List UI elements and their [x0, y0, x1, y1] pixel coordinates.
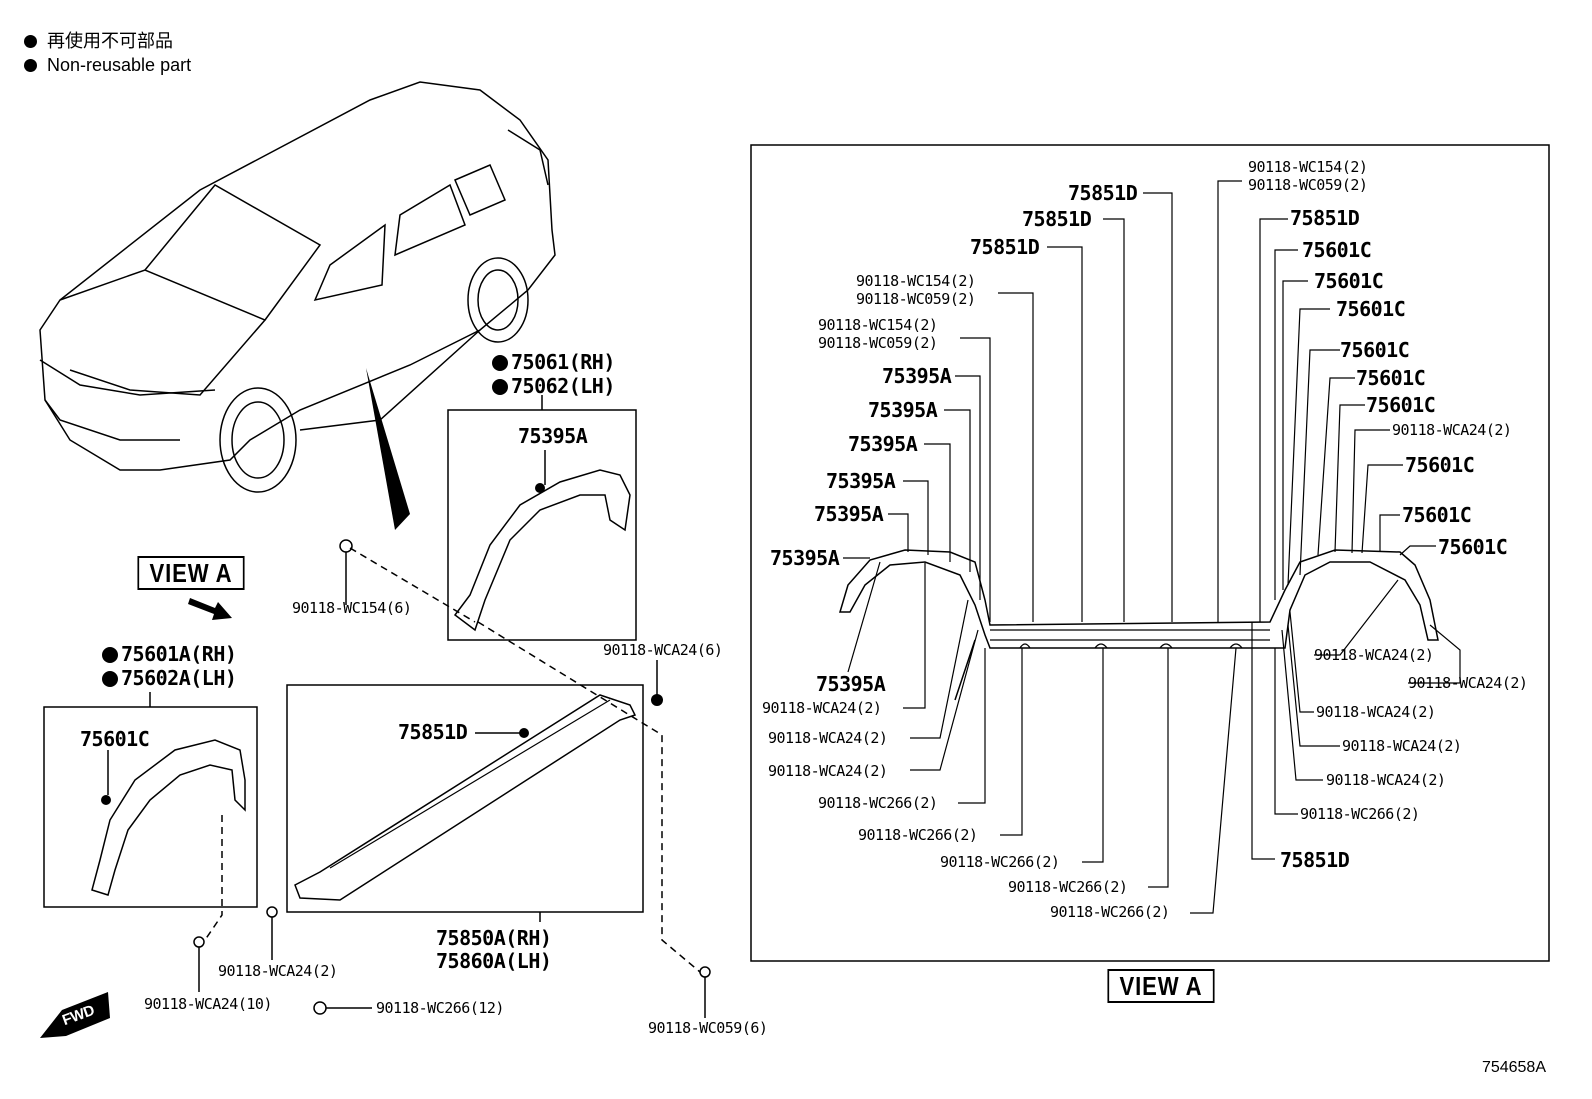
- label-va-75851d-bottom: 75851D: [1280, 848, 1350, 872]
- label-75860a-lh: 75860A(LH): [436, 949, 552, 973]
- label-va-75851d-2: 75851D: [1022, 207, 1092, 231]
- fender-arch-75601A: [91, 739, 246, 896]
- label-clip-wca24-6: 90118-WCA24(6): [603, 641, 723, 659]
- label-clip-wca24-2: 90118-WCA24(2): [218, 962, 338, 980]
- label-75851d: 75851D: [398, 720, 468, 744]
- bullet-icon: [24, 35, 37, 48]
- label-va-75851d-4: 75851D: [1290, 206, 1360, 230]
- label-va-75395a-5: 75395A: [814, 502, 884, 526]
- label-va-75601c-9: 75601C: [1438, 535, 1508, 559]
- label-va-wc266-r: 90118-WC266(2): [1300, 805, 1420, 823]
- label-75062-lh: 75062(LH): [492, 376, 615, 396]
- label-va-wca24-r2: 90118-WCA24(2): [1314, 646, 1434, 664]
- label-va-wca24-l1: 90118-WCA24(2): [762, 699, 882, 717]
- legend-non-reusable-jp: 再使用不可部品: [24, 30, 173, 52]
- box-75601A: [43, 706, 258, 908]
- label-clip-wc059: 90118-WC059(6): [648, 1019, 768, 1037]
- label-va-75395a-7: 75395A: [816, 672, 886, 696]
- label-va-75601c-4: 75601C: [1340, 338, 1410, 362]
- label-va-75601c-8: 75601C: [1402, 503, 1472, 527]
- label-va-75601c-3: 75601C: [1336, 297, 1406, 321]
- view-a-arrow-icon: [188, 598, 232, 620]
- label-75601c: 75601C: [80, 727, 150, 751]
- label-va-wca24-r3: 90118-WCA24(2): [1408, 674, 1528, 692]
- box-75850A: [286, 684, 644, 913]
- label-va-75395a-3: 75395A: [848, 432, 918, 456]
- label-va-75395a-6: 75395A: [770, 546, 840, 570]
- fwd-arrow-icon: [40, 992, 110, 1038]
- label-va-wc059-b: 90118-WC059(2): [856, 290, 976, 308]
- label-va-wca24-l2: 90118-WCA24(2): [768, 729, 888, 747]
- label-va-wca24-l3: 90118-WCA24(2): [768, 762, 888, 780]
- label-va-75395a-4: 75395A: [826, 469, 896, 493]
- label-va-wc154-b: 90118-WC154(2): [856, 272, 976, 290]
- label-va-wca24-r5: 90118-WCA24(2): [1342, 737, 1462, 755]
- legend-text-en: Non-reusable part: [47, 55, 192, 75]
- label-va-wc059-c: 90118-WC059(2): [818, 334, 938, 352]
- label-75601a-rh: 75601A(RH): [102, 644, 237, 664]
- label-va-wc266-5: 90118-WC266(2): [1050, 903, 1170, 921]
- label-75850a-rh: 75850A(RH): [436, 926, 552, 950]
- label-va-wca24-r4: 90118-WCA24(2): [1316, 703, 1436, 721]
- label-va-wc154-c: 90118-WC154(2): [818, 316, 938, 334]
- label-va-wc059-top: 90118-WC059(2): [1248, 176, 1368, 194]
- label-va-75395a-1: 75395A: [882, 364, 952, 388]
- label-va-75601c-6: 75601C: [1366, 393, 1436, 417]
- bullet-icon: [24, 59, 37, 72]
- label-va-wc154-top: 90118-WC154(2): [1248, 158, 1368, 176]
- label-va-75601c-5: 75601C: [1356, 366, 1426, 390]
- clip-icons: [193, 539, 711, 1018]
- label-75602a-lh: 75602A(LH): [102, 668, 237, 688]
- view-a-drawing: [838, 180, 1461, 914]
- rocker-panel-75850A: [294, 694, 637, 901]
- label-va-75601c-7: 75601C: [1405, 453, 1475, 477]
- view-a-label: VIEW A: [137, 556, 245, 590]
- label-va-75851d-1: 75851D: [1068, 181, 1138, 205]
- legend-non-reusable-en: Non-reusable part: [24, 54, 191, 76]
- label-va-75395a-2: 75395A: [868, 398, 938, 422]
- view-a-caption: VIEW A: [1107, 969, 1215, 1003]
- label-clip-wca24-10: 90118-WCA24(10): [144, 995, 272, 1013]
- label-va-75851d-3: 75851D: [970, 235, 1040, 259]
- label-va-wca24-r1: 90118-WCA24(2): [1392, 421, 1512, 439]
- view-a-frame: [750, 144, 1550, 962]
- view-arrow-wedge: [366, 368, 410, 530]
- label-va-wc266-4: 90118-WC266(2): [1008, 878, 1128, 896]
- label-clip-wc266: 90118-WC266(12): [376, 999, 504, 1017]
- label-va-75601c-1: 75601C: [1302, 238, 1372, 262]
- label-va-wca24-r6: 90118-WCA24(2): [1326, 771, 1446, 789]
- fender-arch-front-75061: [453, 469, 631, 632]
- label-75395a: 75395A: [518, 424, 588, 448]
- diagram-code: 754658A: [1481, 1059, 1546, 1076]
- label-75061-rh: 75061(RH): [492, 352, 615, 372]
- legend-text-jp: 再使用不可部品: [47, 31, 173, 51]
- vehicle-illustration: [39, 81, 556, 493]
- label-va-wc266-1: 90118-WC266(2): [818, 794, 938, 812]
- label-va-75601c-2: 75601C: [1314, 269, 1384, 293]
- label-va-wc266-3: 90118-WC266(2): [940, 853, 1060, 871]
- label-clip-wc154: 90118-WC154(6): [292, 599, 412, 617]
- label-va-wc266-2: 90118-WC266(2): [858, 826, 978, 844]
